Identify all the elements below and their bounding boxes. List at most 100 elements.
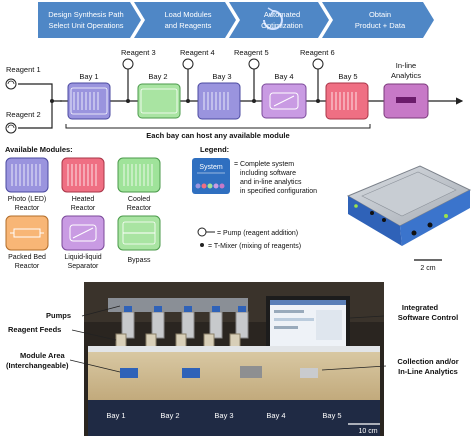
workflow-step-4-arrow (322, 2, 434, 38)
callout-module-area-sub: (Interchangeable) (6, 361, 69, 370)
reagent-5-label: Reagent 5 (234, 48, 269, 57)
module-photo-label-1: Photo (LED) (8, 196, 47, 203)
photo-scale-label: 10 cm (358, 428, 377, 435)
bay-1-label: Bay 1 (79, 72, 98, 81)
callout-software-control: Software Control (398, 313, 458, 322)
device-scale-label: 2 cm (420, 265, 435, 272)
bay-4-module (261, 83, 307, 119)
device-image: 2 cm (346, 165, 472, 272)
workflow-banner: Design Synthesis Path Select Unit Operat… (38, 2, 434, 38)
callout-inline-analytics: In-Line Analytics (398, 367, 458, 376)
reagent-3: Reagent 3 (121, 48, 156, 103)
bay-2-label: Bay 2 (148, 72, 167, 81)
reagent-6-pump-icon (312, 58, 324, 70)
modules-panel: Available Modules: Photo (LED) Reactor H… (5, 145, 161, 270)
photo-bay-3-label: Bay 3 (214, 411, 233, 420)
reagent-2-label: Reagent 2 (6, 110, 41, 119)
module-photo-label-2: Reactor (15, 205, 40, 212)
reagent-5-pump-icon (248, 58, 260, 70)
workflow-step-1-line1: Design Synthesis Path (48, 10, 123, 19)
bay-1-module (67, 82, 111, 120)
workflow-step-4-line1: Obtain (369, 10, 391, 19)
reagent-1-line (18, 83, 62, 102)
module-heated-reactor: Heated Reactor (61, 157, 105, 212)
photo-bay-2-label: Bay 2 (160, 411, 179, 420)
reagent-6: Reagent 6 (300, 48, 335, 103)
module-packed-label-1: Packed Bed (8, 254, 46, 261)
t-mixer-dot (316, 99, 320, 103)
legend-mixer-desc: = T-Mixer (mixing of reagents) (208, 243, 301, 250)
legend-pump-icon (197, 227, 215, 237)
legend: Legend: System = Complete system includi… (192, 145, 317, 250)
workflow-step-3-line1: Automated (264, 10, 300, 19)
legend-system-desc-4: in specified configuration (240, 188, 317, 195)
legend-title: Legend: (200, 145, 229, 154)
module-separator: Liquid-liquid Separator (61, 215, 105, 270)
module-cooled-label-2: Reactor (127, 205, 152, 212)
reagent-6-label: Reagent 6 (300, 48, 335, 57)
workflow-step-1-line2: Select Unit Operations (48, 21, 123, 30)
callout-pumps: Pumps (46, 311, 71, 320)
platform-photo: Bay 1 Bay 2 Bay 3 Bay 4 Bay 5 10 cm (84, 282, 384, 436)
reagent-3-label: Reagent 3 (121, 48, 156, 57)
pump-array (108, 298, 249, 339)
reagent-1-label: Reagent 1 (6, 65, 41, 74)
t-mixer-dot (252, 99, 256, 103)
reagent-4-pump-icon (182, 58, 194, 70)
legend-system-desc-3: and in-line analytics (240, 179, 302, 186)
analytics-module (383, 83, 429, 119)
bay-3-label: Bay 3 (212, 72, 231, 81)
workflow-step-2-line2: and Reagents (165, 21, 212, 30)
photo-bay-4-label: Bay 4 (266, 411, 285, 420)
callout-collection: Collection and/or (397, 357, 458, 366)
system-icon: System (192, 158, 230, 194)
module-heated-label-1: Heated (72, 196, 95, 203)
bay-bracket (65, 124, 371, 129)
bay-note: Each bay can host any available module (146, 131, 289, 140)
bay-3-module (197, 82, 241, 120)
reagent-4: Reagent 4 (180, 48, 215, 103)
photo-callouts: Pumps Reagent Feeds Module Area (Interch… (6, 303, 459, 376)
module-cooled-reactor: Cooled Reactor (117, 157, 161, 212)
system-icon-label: System (199, 164, 223, 171)
workflow-step-4-line2: Product + Data (355, 21, 406, 30)
module-bypass-label: Bypass (128, 257, 151, 264)
t-mixer-dot (186, 99, 190, 103)
module-separator-label-1: Liquid-liquid (64, 254, 101, 261)
module-packed-label-2: Reactor (15, 263, 40, 270)
workflow-step-1-arrow (38, 2, 141, 38)
software-screen (266, 296, 350, 352)
bay-4-label: Bay 4 (274, 72, 293, 81)
t-mixer-dot (126, 99, 130, 103)
reagent-2-line (18, 101, 53, 129)
workflow-step-3-line2: Optimization (261, 21, 303, 30)
module-bypass: Bypass (117, 215, 161, 264)
photo-bay-1-label: Bay 1 (106, 411, 125, 420)
module-cooled-label-1: Cooled (128, 196, 150, 203)
callout-module-area: Module Area (20, 351, 66, 360)
reagent-4-label: Reagent 4 (180, 48, 215, 57)
module-separator-label-2: Separator (68, 263, 99, 270)
legend-system-desc-2: including software (240, 170, 296, 177)
workflow-step-3-arrow (229, 2, 329, 38)
cycle-icon (263, 7, 283, 30)
bay-5-module (325, 82, 369, 120)
workflow-step-2-arrow (134, 2, 236, 38)
module-photo-reactor: Photo (LED) Reactor (5, 157, 49, 212)
t-mixer-dot (50, 99, 54, 103)
module-heated-label-2: Reactor (71, 205, 96, 212)
modules-title: Available Modules: (5, 145, 73, 154)
analytics-label-line1: In-line (396, 61, 416, 70)
bay-2-module (137, 83, 181, 119)
callout-integrated: Integrated (402, 303, 439, 312)
reagent-1-pump-icon (5, 78, 17, 90)
legend-pump-desc: = Pump (reagent addition) (217, 230, 298, 237)
reagent-5: Reagent 5 (234, 48, 269, 103)
module-packed-bed: Packed Bed Reactor (5, 215, 49, 270)
legend-mixer-icon (200, 243, 204, 247)
reagent-3-pump-icon (122, 58, 134, 70)
reagent-2-pump-icon (5, 122, 17, 134)
workflow-step-2-line1: Load Modules (164, 10, 211, 19)
